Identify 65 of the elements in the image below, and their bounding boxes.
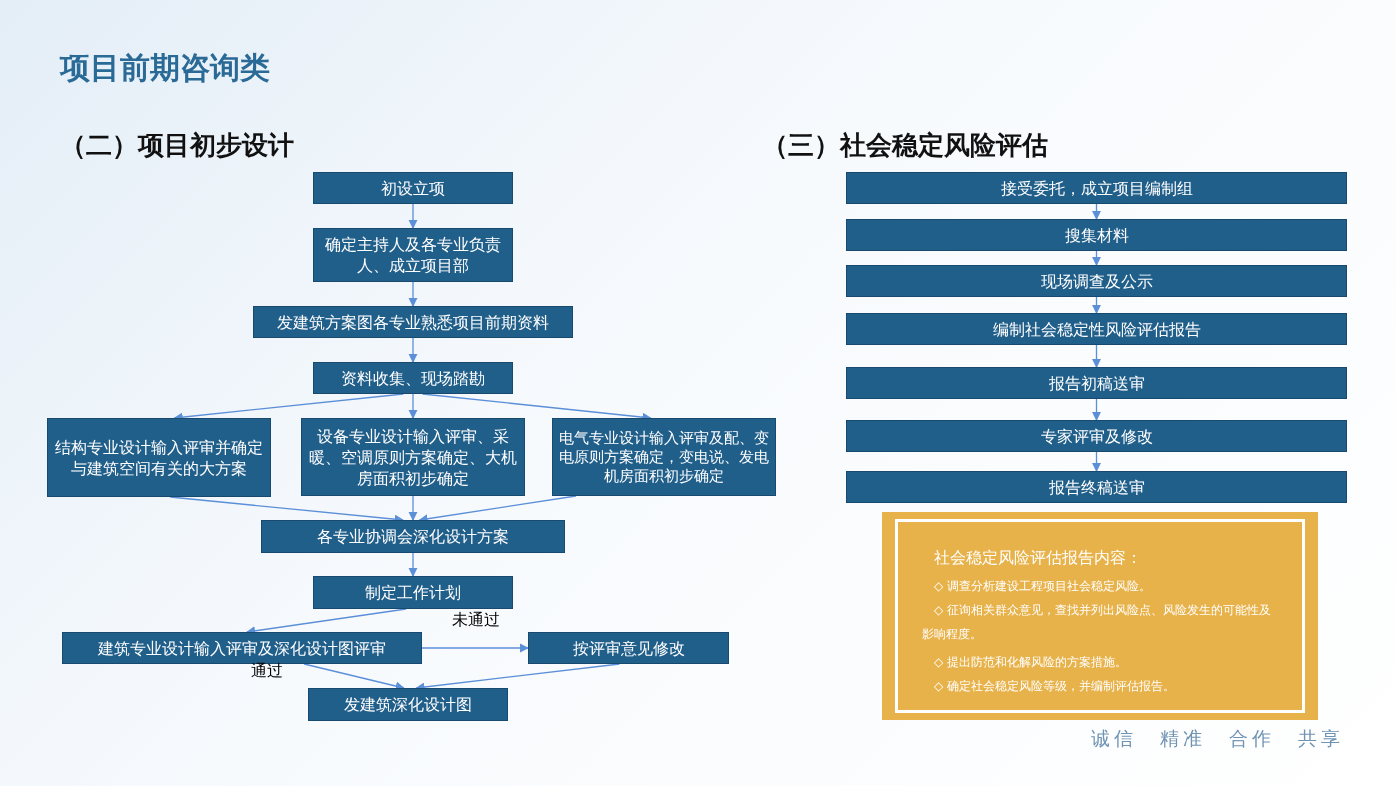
process-box — [313, 172, 513, 204]
process-box — [552, 418, 776, 496]
box-label: 专家评审及修改 — [1040, 425, 1153, 447]
arrow — [1091, 250, 1102, 266]
panel-heading: 社会稳定风险评估报告内容： — [934, 548, 1143, 568]
arrow — [408, 552, 418, 577]
slogan-word: 诚信 — [1091, 726, 1137, 751]
process-box — [846, 420, 1347, 452]
box-label: 制定工作计划 — [365, 582, 461, 603]
slogan-word: 共享 — [1298, 726, 1344, 751]
box-label: 资料收集、现场踏勘 — [341, 367, 485, 389]
process-box — [47, 418, 271, 497]
box-label: 电气专业设计输入评审及配、变电原则方案确定，变电说、发电机房面积初步确定 — [559, 428, 769, 486]
box-label: 初设立项 — [381, 177, 445, 199]
box-label: 编制社会稳定性风险评估报告 — [992, 318, 1201, 340]
process-box — [261, 520, 565, 553]
arrow — [408, 337, 418, 363]
process-box — [301, 418, 525, 496]
process-box — [253, 306, 573, 338]
process-box — [846, 471, 1347, 503]
edge-label: 通过 — [250, 661, 284, 682]
process-box — [846, 172, 1347, 204]
box-label: 建筑专业设计输入评审及深化设计图评审 — [98, 637, 386, 659]
box-label: 各专业协调会深化设计方案 — [317, 526, 509, 547]
process-box — [313, 362, 513, 394]
arrow — [408, 281, 418, 307]
slogan-word: 精准 — [1160, 726, 1206, 751]
bullet-item: ◇ 征询相关群众意见，查找并列出风险点、风险发生的可能性及影响程度。 — [922, 602, 1272, 643]
arrow — [421, 643, 529, 653]
page-title: 项目前期咨询类 — [60, 49, 270, 87]
slogan-word: 合作 — [1229, 726, 1275, 751]
bullet-item: ◇ 提出防范和化解风险的方案措施。 — [934, 654, 1129, 671]
arrow — [408, 393, 418, 419]
arrow — [408, 495, 418, 521]
process-box — [528, 632, 729, 664]
box-label: 结构专业设计输入评审并确定与建筑空间有关的大方案 — [54, 436, 264, 479]
process-box — [846, 265, 1347, 297]
process-box — [313, 228, 513, 282]
bullet-item: ◇ 调查分析建设工程项目社会稳定风险。 — [934, 578, 1153, 595]
box-label: 发建筑深化设计图 — [344, 694, 472, 715]
process-box — [308, 688, 508, 721]
box-label: 发建筑方案图各专业熟悉项目前期资料 — [277, 311, 549, 333]
edge-label: 未通过 — [451, 610, 501, 631]
arrow — [1091, 451, 1102, 472]
arrow — [1091, 296, 1102, 314]
box-label: 报告终稿送审 — [1048, 476, 1145, 498]
box-label: 搜集材料 — [1064, 224, 1129, 246]
process-box — [62, 632, 422, 664]
arrow — [1091, 203, 1102, 220]
box-label: 确定主持人及各专业负责人、成立项目部 — [324, 234, 502, 276]
process-box — [313, 576, 513, 609]
box-label: 报告初稿送审 — [1048, 372, 1145, 394]
arrow — [1091, 344, 1102, 368]
process-box — [846, 313, 1347, 345]
box-label: 接受委托，成立项目编制组 — [1000, 177, 1193, 199]
section-heading: （二）项目初步设计 — [60, 129, 294, 162]
arrow — [1091, 398, 1102, 421]
process-box — [846, 367, 1347, 399]
process-box — [846, 219, 1347, 251]
box-label: 按评审意见修改 — [572, 637, 685, 659]
section-heading: （三）社会稳定风险评估 — [762, 129, 1048, 162]
box-label: 现场调查及公示 — [1040, 270, 1153, 292]
bullet-item: ◇ 确定社会稳定风险等级，并编制评估报告。 — [934, 678, 1177, 695]
arrow — [408, 203, 418, 229]
box-label: 设备专业设计输入评审、采暖、空调原则方案确定、大机房面积初步确定 — [308, 425, 518, 489]
